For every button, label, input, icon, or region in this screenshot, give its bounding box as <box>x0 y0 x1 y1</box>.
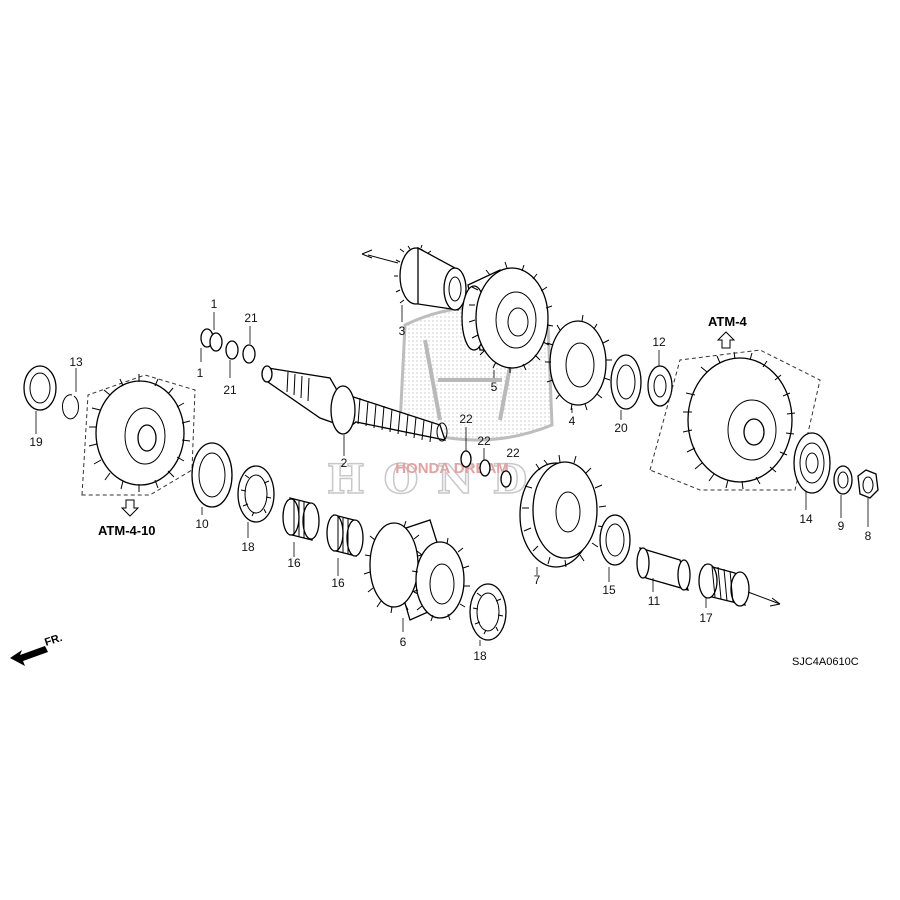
callout-12: 12 <box>652 335 666 349</box>
callout-13: 13 <box>69 355 83 369</box>
callout-4: 4 <box>569 414 576 428</box>
part-7-gear <box>519 454 607 575</box>
callout-17: 17 <box>699 611 713 625</box>
callout-7: 7 <box>534 573 541 587</box>
part-3-gear <box>361 244 467 322</box>
catalog-code: SJC4A0610C <box>792 656 859 668</box>
callout-22-c: 22 <box>506 446 520 460</box>
callout-numbers: 1 1 21 21 2 3 5 4 20 12 22 22 22 13 19 1… <box>29 297 871 663</box>
part-8-nut <box>857 469 879 527</box>
callout-16-b: 16 <box>331 576 345 590</box>
callout-5: 5 <box>491 380 498 394</box>
part-5-gear <box>461 261 554 378</box>
part-18-bearing-left <box>237 465 275 538</box>
part-16-needle-bearings <box>282 497 364 576</box>
callout-2: 2 <box>341 456 348 470</box>
callout-6: 6 <box>400 635 407 649</box>
callout-8: 8 <box>865 529 872 543</box>
callout-1-bottom: 1 <box>197 366 204 380</box>
part-18-bearing-right <box>469 583 507 646</box>
callout-11: 11 <box>648 594 661 608</box>
part-14-bearing <box>793 432 831 510</box>
part-19-seal <box>23 365 57 434</box>
atm410-ref-label: ATM-4-10 <box>98 523 156 538</box>
callout-1-top: 1 <box>211 297 218 311</box>
callout-19: 19 <box>29 435 43 449</box>
callout-22-a: 22 <box>459 412 473 426</box>
part-22-seals <box>460 427 512 488</box>
part-12-collar <box>647 350 673 407</box>
callout-14: 14 <box>799 512 813 526</box>
part-9-washer <box>833 465 853 518</box>
part-6-gear <box>363 519 470 632</box>
callout-21-top: 21 <box>244 311 258 325</box>
front-direction-label: FR. <box>43 632 64 649</box>
callout-21-bottom: 21 <box>223 383 237 397</box>
part-4-gear <box>545 314 612 413</box>
part-20-washer <box>610 354 642 420</box>
part-2-shaft <box>261 365 448 456</box>
atm4-ref-label: ATM-4 <box>708 314 748 329</box>
callout-22-b: 22 <box>477 434 491 448</box>
watermark-dealer: HONDA DREAM <box>395 460 509 477</box>
callout-18-left: 18 <box>241 540 255 554</box>
callout-9: 9 <box>838 519 845 533</box>
part-21-seals <box>225 326 256 378</box>
callout-16-a: 16 <box>287 556 301 570</box>
atm4-assembly <box>649 331 821 491</box>
callout-3: 3 <box>399 324 406 338</box>
callout-20: 20 <box>614 421 628 435</box>
part-15-bearing <box>599 514 631 582</box>
part-10-washer <box>191 442 233 515</box>
atm410-assembly <box>81 374 196 517</box>
front-direction-arrow: FR. <box>10 632 64 666</box>
callout-18-right: 18 <box>473 649 487 663</box>
part-17-needle-bearing <box>698 563 781 608</box>
callout-15: 15 <box>602 583 616 597</box>
part-13-snapring <box>62 368 79 420</box>
callout-10: 10 <box>195 517 209 531</box>
part-11-sleeve <box>636 547 691 592</box>
part-1-orings <box>200 312 223 362</box>
